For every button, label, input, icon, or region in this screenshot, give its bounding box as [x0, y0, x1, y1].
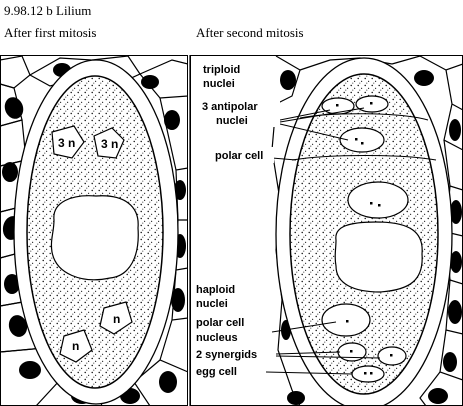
label-haploid-1: haploid — [196, 284, 235, 296]
figure-title: 9.98.12 b Lilium — [4, 3, 92, 18]
triploid-nucleus-2 — [93, 127, 125, 159]
label-polar-nucleus-2: nucleus — [196, 332, 238, 344]
label-synergids: 2 synergids — [196, 349, 257, 361]
chromatin-dots — [336, 102, 393, 375]
left-panel-caption: After first mitosis — [4, 25, 97, 40]
triploid-nucleus-1 — [51, 125, 85, 159]
haploid-nucleus-1 — [99, 301, 133, 335]
label-antipolar-1: 3 antipolar — [202, 101, 258, 113]
central-vacuole-right — [334, 221, 423, 293]
nucleus-label-3n-2: 3 n — [101, 137, 118, 151]
right-panel-caption: After second mitosis — [196, 25, 304, 40]
label-antipolar-2: nuclei — [216, 115, 248, 127]
label-triploid-2: nuclei — [203, 78, 235, 90]
label-leader-lines — [265, 107, 381, 375]
tissue-cell-nuclei-right — [279, 70, 462, 405]
haploid-nucleus-2 — [59, 329, 93, 363]
egg-cell — [351, 365, 385, 383]
right-panel-labels: triploid nuclei 3 antipolar nuclei polar… — [193, 60, 280, 379]
label-polar-nucleus-1: polar cell — [196, 317, 244, 329]
central-vacuole — [50, 195, 139, 281]
label-triploid-1: triploid — [203, 64, 240, 76]
left-panel: 3 n 3 n n n — [0, 55, 188, 406]
nucleus-label-n-2: n — [72, 339, 79, 353]
label-egg-cell: egg cell — [196, 366, 237, 378]
label-haploid-2: nuclei — [196, 298, 228, 310]
nucleus-label-n-1: n — [113, 312, 120, 326]
antipolar-nucleus-3 — [339, 127, 385, 153]
nucleus-label-3n-1: 3 n — [58, 136, 75, 150]
polar-cell-boundary — [291, 155, 437, 161]
polar-cell-nucleus-upper — [347, 181, 409, 219]
label-polar-cell: polar cell — [215, 150, 263, 162]
